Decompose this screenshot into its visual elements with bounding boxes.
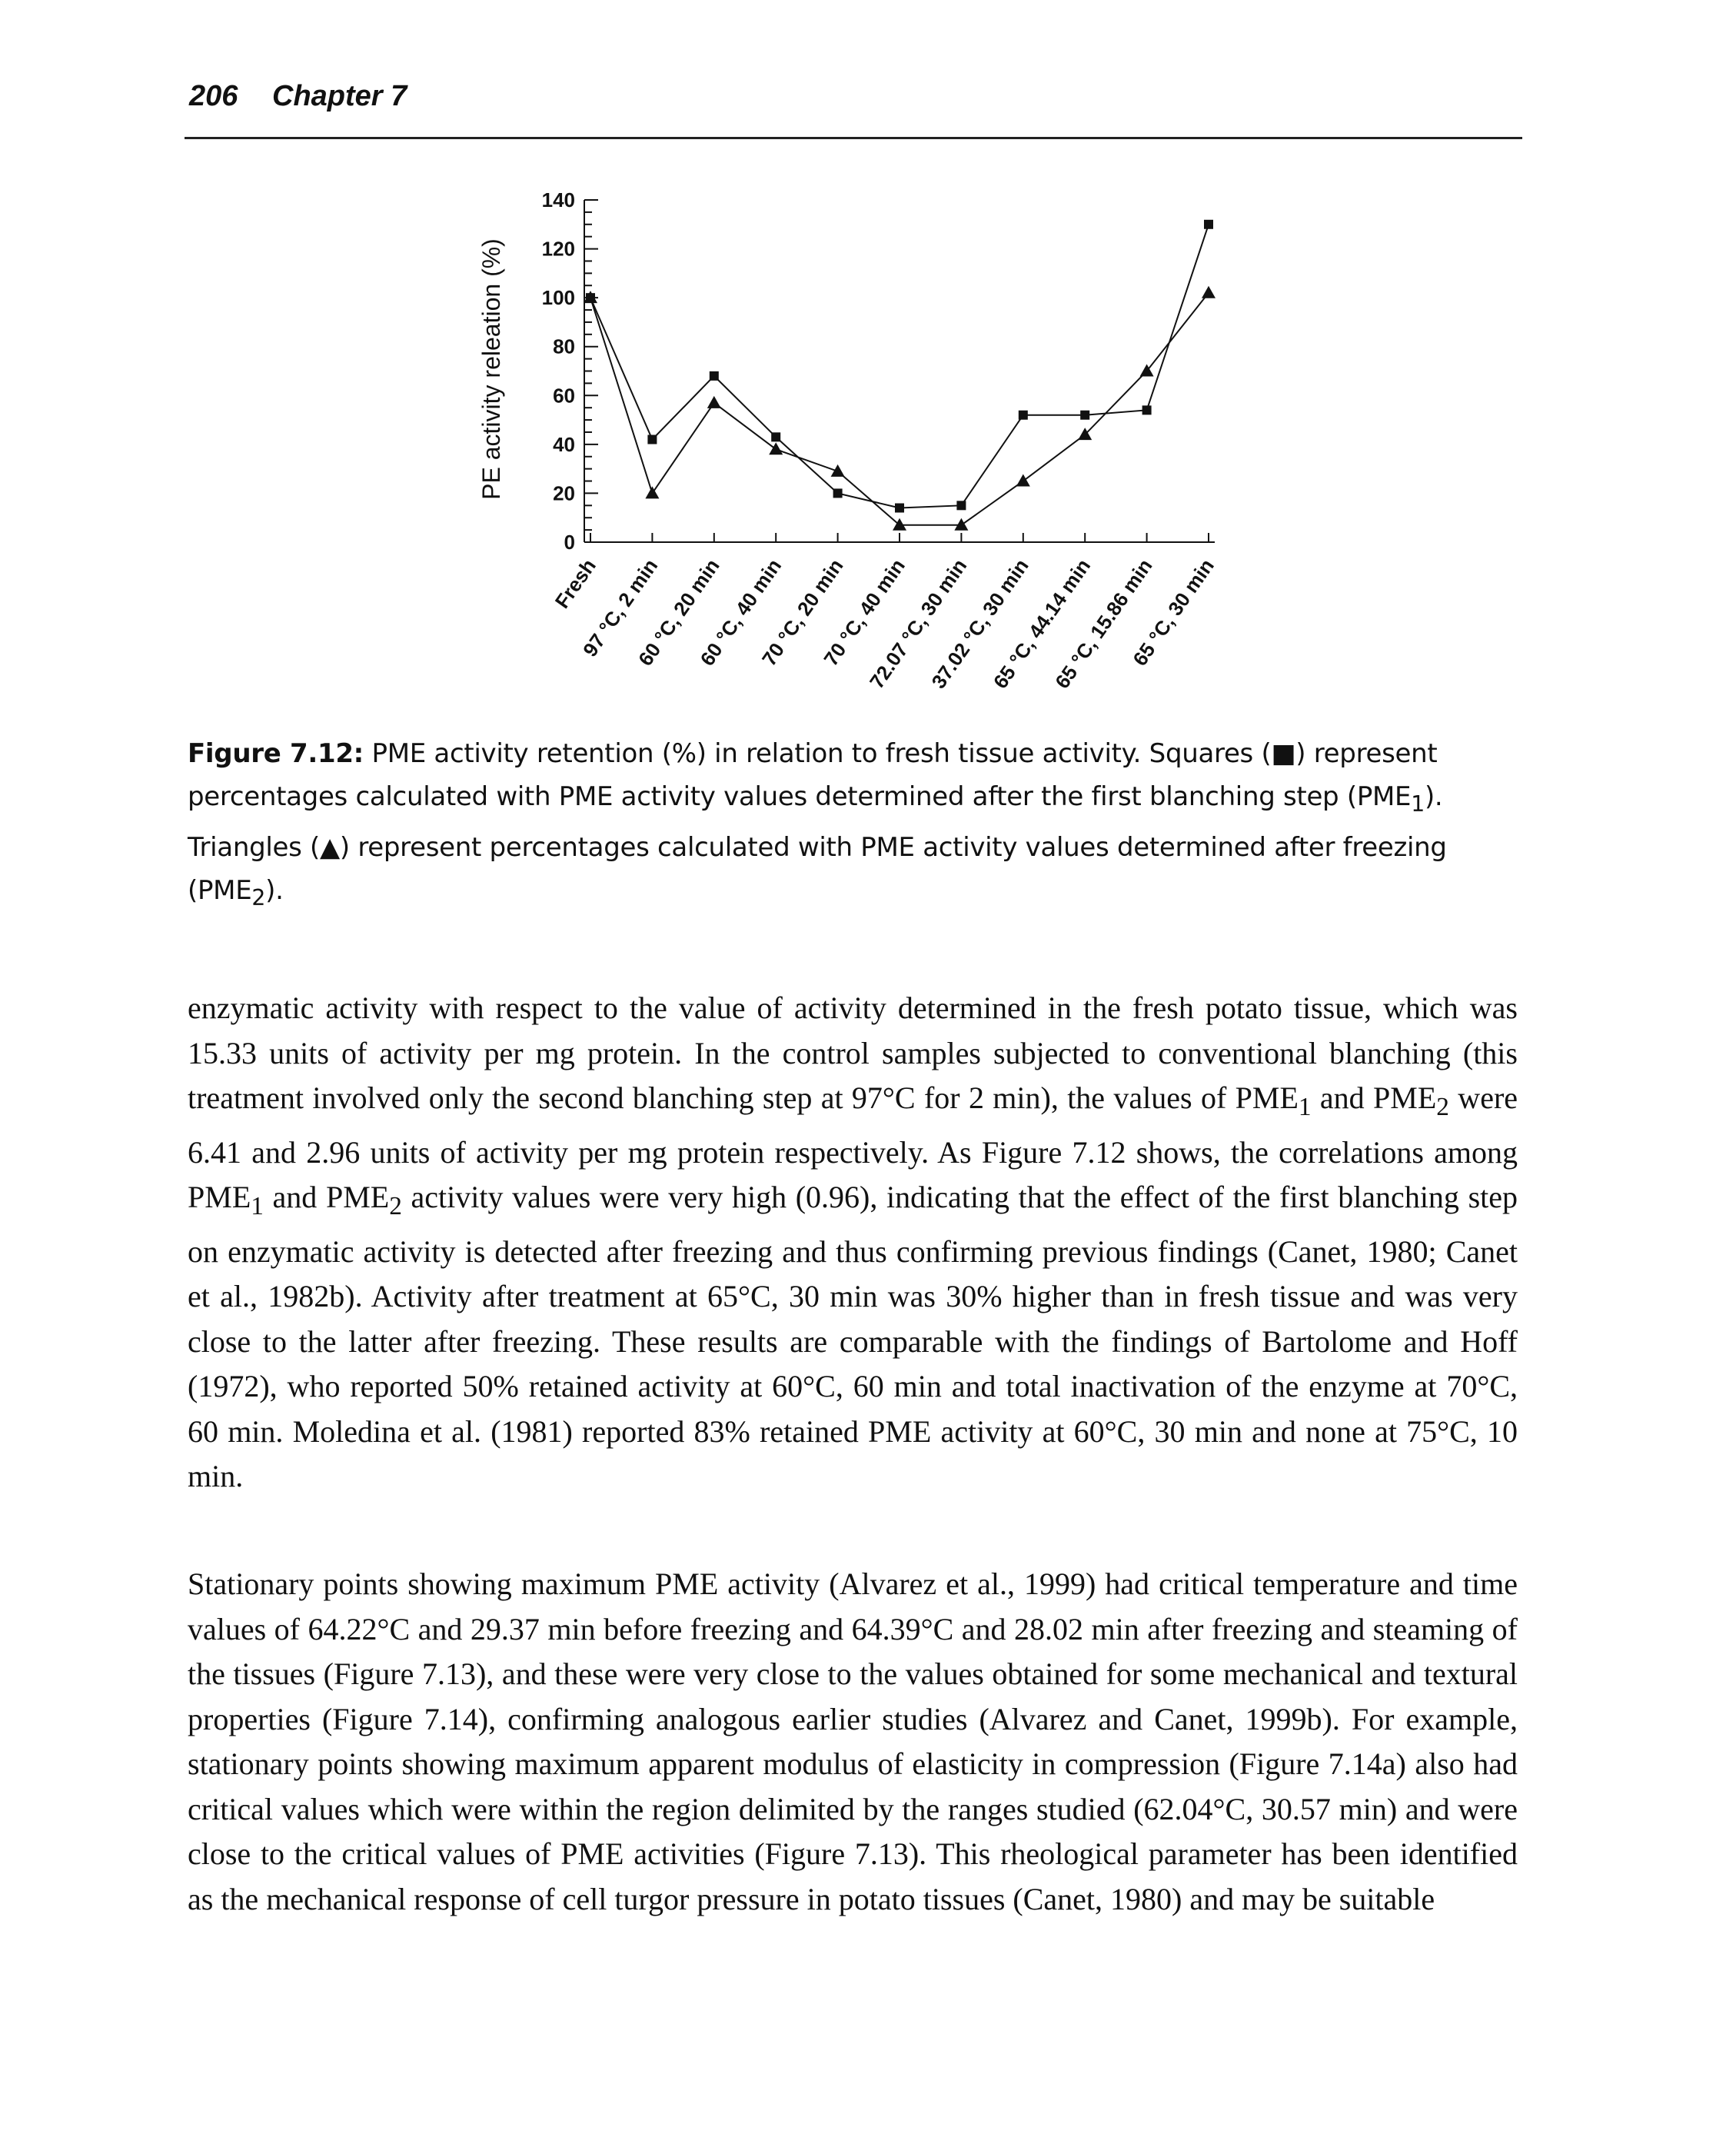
triangle-marker: [954, 518, 969, 531]
triangle-marker: [584, 291, 597, 304]
y-tick-label: 140: [542, 188, 575, 211]
chart-series: [584, 219, 1216, 531]
triangle-marker: [769, 442, 783, 455]
caption-sub-1: 1: [1411, 791, 1425, 817]
triangle-marker: [1139, 364, 1154, 377]
p1-sub-3: 1: [251, 1192, 264, 1220]
x-tick-label: Fresh: [550, 554, 600, 612]
square-marker: [1080, 410, 1090, 420]
body-paragraph-2: Stationary points showing maximum PME ac…: [188, 1562, 1518, 1922]
triangle-marker: [1202, 285, 1216, 298]
y-tick-label: 20: [553, 481, 575, 504]
triangle-marker: [645, 486, 660, 499]
p1-sub-2: 2: [1436, 1093, 1449, 1121]
p1-text-d: and PME: [263, 1180, 390, 1214]
p1-sub-4: 2: [389, 1192, 402, 1220]
square-glyph: ■: [1271, 738, 1296, 769]
square-marker: [895, 503, 904, 513]
triangle-marker: [830, 464, 845, 477]
figure-label: Figure 7.12:: [188, 738, 364, 769]
square-marker: [709, 371, 719, 381]
chart-axes: [584, 199, 1215, 543]
caption-sub-2: 2: [251, 884, 266, 911]
square-marker: [771, 432, 781, 442]
chapter-title: Chapter 7: [272, 80, 407, 112]
figure-caption: Figure 7.12: PME activity retention (%) …: [188, 732, 1518, 920]
square-marker: [647, 434, 657, 444]
caption-text-4: ) represent percentages calculated with …: [188, 831, 1447, 906]
square-marker: [1142, 405, 1152, 415]
square-marker: [1204, 219, 1213, 229]
page-number: 206: [189, 80, 238, 112]
square-marker: [833, 488, 843, 498]
p1-text-e: activity values were very high (0.96), i…: [188, 1180, 1518, 1493]
y-tick-label: 120: [542, 238, 575, 261]
caption-text-5: ).: [265, 874, 284, 906]
y-tick-label: 40: [553, 433, 575, 456]
p1-text-a: enzymatic activity with respect to the v…: [188, 990, 1518, 1115]
p1-sub-1: 1: [1298, 1093, 1312, 1121]
square-marker: [956, 501, 966, 511]
triangle-glyph: ▲: [320, 831, 340, 863]
y-tick-label: 80: [553, 335, 575, 358]
triangle-marker: [893, 518, 906, 531]
pme-activity-chart: PE activity releation (%) 0 20 40 60 80 100 12…: [477, 188, 1219, 693]
triangle-marker: [1016, 474, 1030, 487]
caption-text-1: PME activity retention (%) in relation t…: [371, 738, 1272, 769]
series-line-square: [590, 224, 1209, 509]
y-axis-title: PE activity releation (%): [477, 238, 505, 500]
square-marker: [1018, 410, 1028, 420]
caption-text-2: ) represent percentages calculated with …: [188, 738, 1438, 812]
p1-text-b: and PME: [1311, 1080, 1437, 1115]
triangle-marker: [707, 395, 721, 408]
y-tick-label: 0: [564, 531, 575, 554]
p1-text-c: were 6.41 and 2.96 units of activity per…: [188, 1080, 1518, 1214]
series-line-triangle: [590, 292, 1209, 526]
p2-text: Stationary points showing maximum PME ac…: [188, 1566, 1518, 1916]
running-header: 206 Chapter 7: [185, 77, 1522, 139]
triangle-marker: [1078, 428, 1092, 441]
caption-text-3: ). Triangles (: [188, 781, 1443, 863]
y-tick-label: 100: [542, 286, 575, 309]
y-tick-label: 60: [553, 384, 575, 407]
y-tick-labels: 0 20 40 60 80 100 120 140: [542, 188, 575, 554]
body-paragraph-1: enzymatic activity with respect to the v…: [188, 986, 1518, 1500]
